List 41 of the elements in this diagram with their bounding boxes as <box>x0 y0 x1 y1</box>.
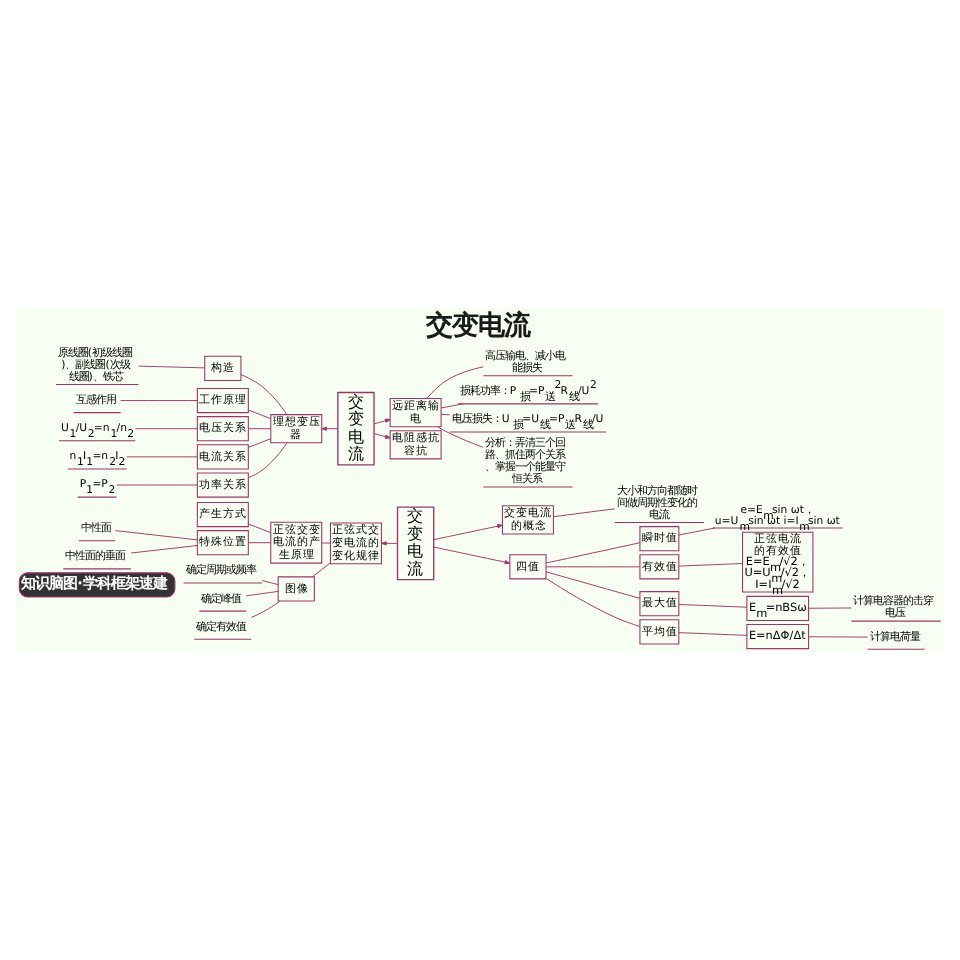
arrow <box>321 426 339 431</box>
connector <box>245 590 279 597</box>
connector <box>553 508 616 518</box>
connector <box>312 562 331 578</box>
connector <box>261 580 279 586</box>
connector <box>138 365 206 369</box>
arrow <box>373 433 391 439</box>
connector <box>114 530 198 541</box>
connector <box>678 563 743 567</box>
diagram-title: 交变电流 <box>426 312 531 343</box>
connector <box>678 527 716 536</box>
connector <box>440 413 451 416</box>
connector <box>248 542 272 544</box>
connector <box>247 438 272 448</box>
connector <box>126 456 198 458</box>
connector <box>437 426 484 448</box>
connector <box>247 409 272 420</box>
connector <box>240 374 288 416</box>
connector <box>440 403 464 409</box>
connector <box>130 545 198 554</box>
connector <box>251 600 281 618</box>
arrow <box>381 541 398 546</box>
arrow <box>373 418 391 425</box>
connector <box>545 542 641 564</box>
connector <box>808 607 852 609</box>
connector <box>545 578 641 627</box>
connector <box>545 566 641 568</box>
connector <box>134 428 198 430</box>
connector <box>808 636 868 638</box>
connector <box>248 428 272 430</box>
connector <box>120 400 198 401</box>
arrow <box>433 524 503 541</box>
connector <box>247 523 272 534</box>
connector <box>247 442 288 479</box>
connector <box>321 542 331 544</box>
arrow <box>433 546 511 565</box>
connector <box>678 604 748 608</box>
connector <box>116 484 198 486</box>
connector <box>545 571 641 599</box>
connector <box>426 366 484 399</box>
connector <box>678 632 748 636</box>
